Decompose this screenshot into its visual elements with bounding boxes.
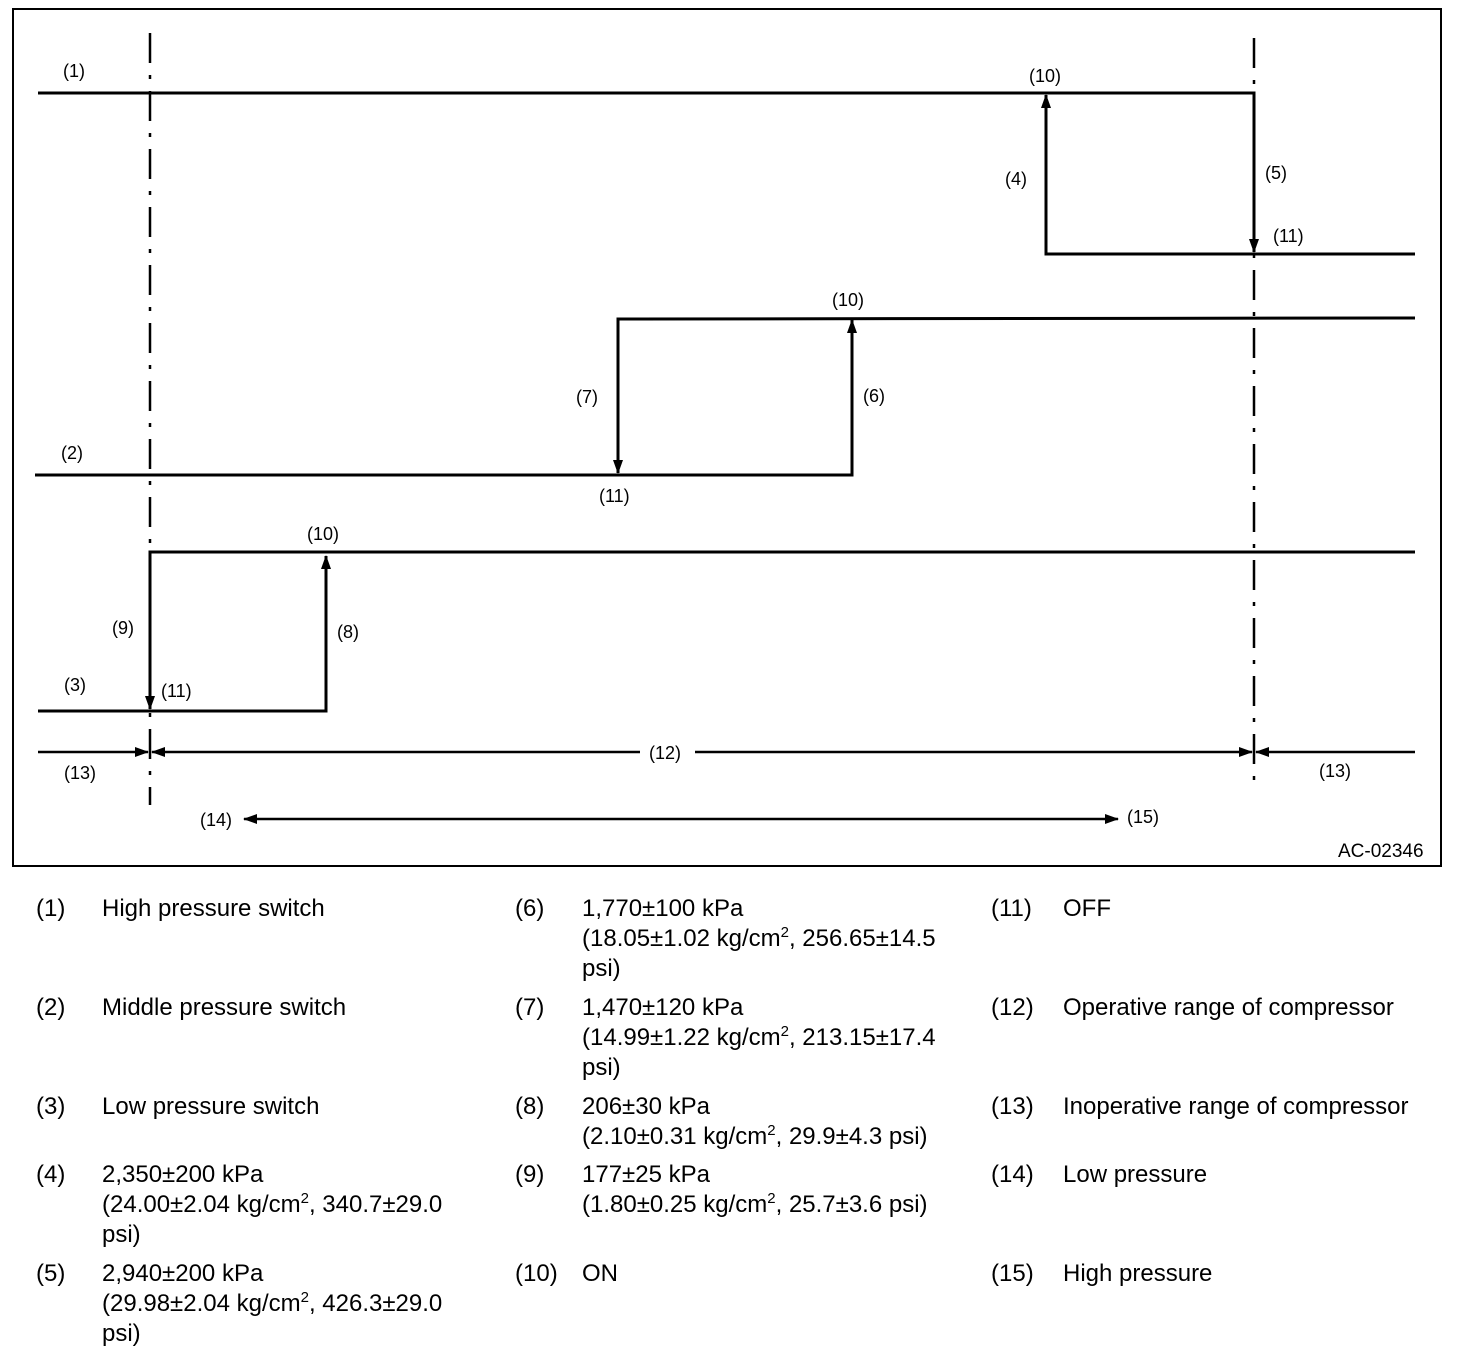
legend-number: (3) [36, 1093, 66, 1120]
legend-text-line: 2,940±200 kPa [102, 1260, 264, 1287]
legend-text-line: (29.98±2.04 kg/cm2, 426.3±29.0 [102, 1289, 443, 1317]
legend-number: (9) [515, 1161, 545, 1188]
legend-number: (11) [991, 895, 1032, 922]
legend-text: 2,940±200 kPa(29.98±2.04 kg/cm2, 426.3±2… [102, 1259, 442, 1349]
legend-number: (4) [36, 1161, 66, 1188]
figure-code: AC-02346 [1338, 841, 1424, 862]
legend-text-line: (1.80±0.25 kg/cm2, 25.7±3.6 psi) [582, 1190, 928, 1218]
legend-text-line: Operative range of compressor [1063, 994, 1394, 1021]
legend-text: Middle pressure switch [102, 993, 346, 1023]
legend-number: (5) [36, 1260, 66, 1287]
legend-text: OFF [1063, 894, 1111, 924]
legend-text-line: High pressure switch [102, 895, 325, 922]
legend-text-line: (14.99±1.22 kg/cm2, 213.15±17.4 [582, 1023, 936, 1051]
legend-text-line: psi) [582, 1054, 621, 1081]
label-low-pressure: (14) [200, 810, 232, 830]
legend-text: Low pressure [1063, 1160, 1207, 1190]
legend-text-line: psi) [102, 1320, 141, 1347]
legend-number: (1) [36, 895, 66, 922]
legend-text-line: psi) [102, 1221, 141, 1248]
legend-text: 2,350±200 kPa(24.00±2.04 kg/cm2, 340.7±2… [102, 1160, 442, 1250]
legend-number: (15) [991, 1260, 1034, 1287]
legend-text: High pressure [1063, 1259, 1212, 1289]
legend-text: 1,470±120 kPa(14.99±1.22 kg/cm2, 213.15±… [582, 993, 936, 1083]
legend-text-line: (18.05±1.02 kg/cm2, 256.65±14.5 [582, 924, 936, 952]
label-operative-range: (12) [649, 743, 681, 763]
label-low-pressure-switch: (3) [64, 675, 86, 695]
legend-number: (8) [515, 1093, 545, 1120]
diagram-frame [12, 8, 1442, 867]
legend-text-line: OFF [1063, 895, 1111, 922]
label-8: (8) [337, 622, 359, 642]
legend-text-line: High pressure [1063, 1260, 1213, 1287]
legend-text-line: 1,770±100 kPa [582, 895, 744, 922]
legend-text-line: psi) [582, 955, 621, 982]
label-off-middle: (11) [599, 486, 630, 506]
label-off-high: (11) [1273, 226, 1304, 246]
label-4: (4) [1005, 169, 1027, 189]
label-high-pressure-switch: (1) [63, 61, 85, 81]
middle-switch-on-line [616, 316, 1416, 460]
legend-text: 1,770±100 kPa(18.05±1.02 kg/cm2, 256.65±… [582, 894, 936, 984]
legend-text-line: Low pressure switch [102, 1093, 320, 1120]
legend-number: (14) [991, 1161, 1034, 1188]
legend-text: Inoperative range of compressor [1063, 1092, 1409, 1122]
legend-text-line: Middle pressure switch [102, 994, 347, 1021]
legend-text: 206±30 kPa(2.10±0.31 kg/cm2, 29.9±4.3 ps… [582, 1092, 928, 1152]
label-on-middle: (10) [832, 290, 864, 310]
legend-number: (10) [515, 1260, 558, 1287]
legend-text: Low pressure switch [102, 1092, 319, 1122]
high-switch-off-line [1044, 110, 1415, 256]
legend-text-line: 1,470±120 kPa [582, 994, 744, 1021]
high-pressure-switch-trace [38, 91, 1256, 250]
legend-text-line: Inoperative range of compressor [1063, 1093, 1409, 1120]
legend-number: (2) [36, 994, 66, 1021]
legend-text-line: Low pressure [1063, 1161, 1208, 1188]
label-middle-pressure-switch: (2) [61, 443, 83, 463]
legend-text-line: (2.10±0.31 kg/cm2, 29.9±4.3 psi) [582, 1122, 928, 1150]
label-off-low: (11) [161, 681, 192, 701]
label-high-pressure: (15) [1127, 807, 1159, 827]
legend-text-line: 2,350±200 kPa [102, 1161, 264, 1188]
legend-text: High pressure switch [102, 894, 325, 924]
legend-number: (12) [991, 994, 1034, 1021]
legend-text: 177±25 kPa(1.80±0.25 kg/cm2, 25.7±3.6 ps… [582, 1160, 928, 1220]
pressure-switch-diagram: (1) (10) (4) (5) (11) (10) (7) (6) (2) (… [12, 8, 1442, 867]
label-5: (5) [1265, 163, 1287, 183]
legend-text-line: 177±25 kPa [582, 1161, 710, 1188]
label-6: (6) [863, 386, 885, 406]
legend-number: (7) [515, 994, 545, 1021]
label-inoperative-right: (13) [1319, 761, 1351, 781]
label-7: (7) [576, 387, 598, 407]
legend-text: Operative range of compressor [1063, 993, 1394, 1023]
label-9: (9) [112, 618, 134, 638]
legend-number: (6) [515, 895, 545, 922]
legend-text-line: 206±30 kPa [582, 1093, 710, 1120]
middle-pressure-switch-trace [35, 330, 854, 477]
label-inoperative-left: (13) [64, 763, 96, 783]
legend-text-line: (24.00±2.04 kg/cm2, 340.7±29.0 [102, 1190, 443, 1218]
legend-text-line: ON [582, 1260, 618, 1287]
legend-number: (13) [991, 1093, 1034, 1120]
legend-text: ON [582, 1259, 618, 1289]
label-on-high: (10) [1029, 66, 1061, 86]
label-on-low: (10) [307, 524, 339, 544]
